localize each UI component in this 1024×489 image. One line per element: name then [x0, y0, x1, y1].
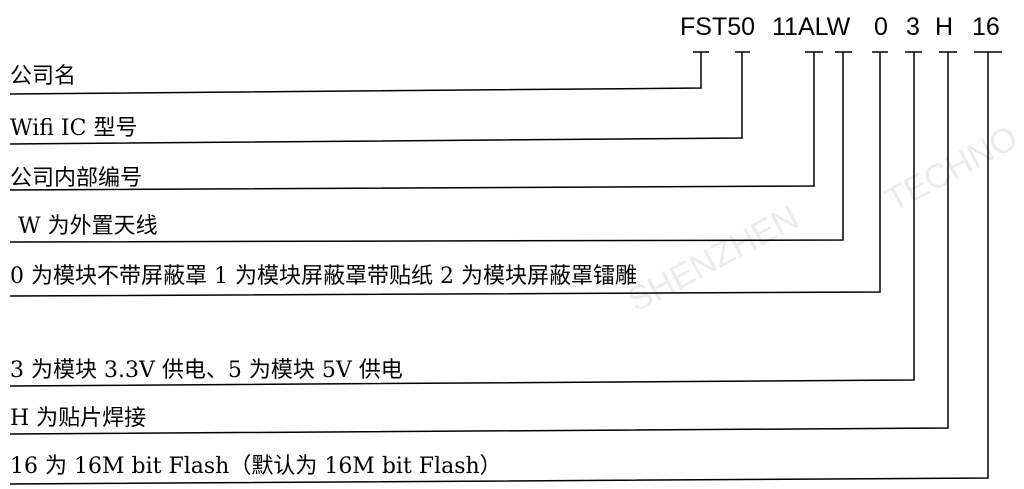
label-power: 3 为模块 3.3V 供电、5 为模块 5V 供电: [10, 358, 403, 383]
label-flash: 16 为 16M bit Flash（默认为 16M bit Flash）: [10, 454, 502, 479]
model-part-flash-code: 16: [972, 13, 1000, 41]
model-part-solder-code: H: [935, 13, 954, 41]
connector-wifi-ic: [9, 52, 743, 145]
connector-antenna: [9, 52, 844, 243]
connector-power: [9, 52, 915, 387]
label-wifi-ic: Wifi IC 型号: [10, 116, 138, 141]
connector-solder: [9, 52, 949, 435]
model-part-shield-code: 0: [874, 13, 888, 41]
label-internal-number: 公司内部编号: [10, 166, 143, 191]
connector-company-name: [9, 52, 702, 95]
model-part-fst50: FST50: [680, 13, 756, 41]
label-solder: H 为贴片焊接: [10, 406, 147, 431]
model-part-11alw: 11ALW: [772, 13, 851, 41]
connector-internal-number: [9, 52, 815, 191]
label-company-name: 公司名: [10, 64, 77, 89]
label-shield: 0 为模块不带屏蔽罩 1 为模块屏蔽罩带贴纸 2 为模块屏蔽罩镭雕: [10, 264, 637, 289]
connector-flash: [9, 52, 989, 485]
label-antenna: W 为外置天线: [18, 214, 158, 239]
connector-shield: [9, 52, 881, 297]
model-part-power-code: 3: [906, 13, 920, 41]
